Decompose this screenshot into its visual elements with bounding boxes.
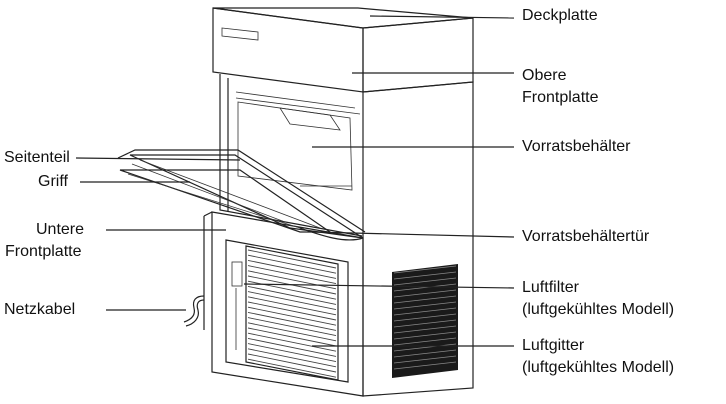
- leader-lines: [75, 15, 515, 347]
- grille-slat: [247, 343, 337, 363]
- label-vorratsbehaelter: Vorratsbehälter: [522, 138, 631, 155]
- label-luftgitter-2: (luftgekühltes Modell): [522, 359, 675, 376]
- power-cord: [183, 295, 205, 323]
- grille-slat: [247, 254, 337, 274]
- vent-slat: [393, 277, 457, 286]
- bin-door: [129, 154, 364, 239]
- vent-slat: [393, 307, 457, 316]
- door-handle: [119, 169, 332, 233]
- grille-slat: [247, 358, 337, 378]
- vent-slat: [393, 283, 457, 292]
- label-untere-frontplatte-1: Untere: [36, 221, 85, 238]
- label-griff: Griff: [38, 173, 68, 190]
- grille-slat: [247, 317, 337, 337]
- grille-slat: [247, 259, 337, 279]
- vent-slat: [393, 265, 457, 274]
- filter-handle: [231, 261, 243, 287]
- label-obere-frontplatte-1: Obere: [522, 67, 567, 84]
- label-obere-frontplatte-2: Frontplatte: [522, 89, 599, 106]
- label-netzkabel: Netzkabel: [4, 301, 76, 318]
- grille-slat: [247, 296, 337, 316]
- machine-body: [117, 7, 474, 397]
- label-luftgitter-1: Luftgitter: [522, 337, 585, 354]
- vent-slat: [393, 343, 457, 352]
- grille-slat: [247, 265, 337, 285]
- door-side-part: [117, 149, 366, 233]
- vent-slat: [393, 337, 457, 346]
- vent-slat: [393, 331, 457, 340]
- brand-logo-plate: [221, 27, 259, 41]
- grille-slat: [247, 327, 337, 347]
- vent-slat: [393, 325, 457, 334]
- bin-opening-left: [219, 74, 363, 237]
- grille-slat: [247, 337, 337, 357]
- vent-slat: [393, 319, 457, 328]
- side-vent-lines: [393, 265, 457, 370]
- grille-slat: [247, 301, 337, 321]
- label-seitenteil: Seitenteil: [4, 149, 70, 166]
- lower-front-panel: [211, 211, 364, 397]
- vent-slat: [393, 313, 457, 322]
- air-grille: [245, 245, 339, 381]
- label-luftfilter-1: Luftfilter: [522, 279, 579, 296]
- grille-slat: [247, 348, 337, 368]
- grille-slat: [247, 332, 337, 352]
- vent-slat: [393, 295, 457, 304]
- grille-slat: [247, 306, 337, 326]
- air-grille-slats: [247, 249, 337, 378]
- grille-slat: [247, 311, 337, 331]
- vent-slat: [393, 289, 457, 298]
- air-filter-frame: [225, 239, 349, 383]
- vent-slat: [393, 355, 457, 364]
- label-luftfilter-2: (luftgekühltes Modell): [522, 301, 675, 318]
- upper-front-panel: [212, 7, 364, 93]
- grille-slat: [247, 353, 337, 373]
- storage-bin: [237, 101, 353, 191]
- label-deckplatte: Deckplatte: [522, 7, 598, 24]
- grille-slat: [247, 291, 337, 311]
- grille-slat: [247, 270, 337, 290]
- grille-slat: [247, 249, 337, 269]
- grille-slat: [247, 322, 337, 342]
- upper-side-panel: [362, 17, 474, 93]
- label-vorratsbehaeltertuer: Vorratsbehältertür: [522, 228, 650, 245]
- label-untere-frontplatte-2: Frontplatte: [5, 243, 82, 260]
- vent-slat: [393, 301, 457, 310]
- vent-slat: [393, 361, 457, 370]
- vent-slat: [393, 271, 457, 280]
- grille-slat: [247, 285, 337, 305]
- vent-slat: [393, 349, 457, 358]
